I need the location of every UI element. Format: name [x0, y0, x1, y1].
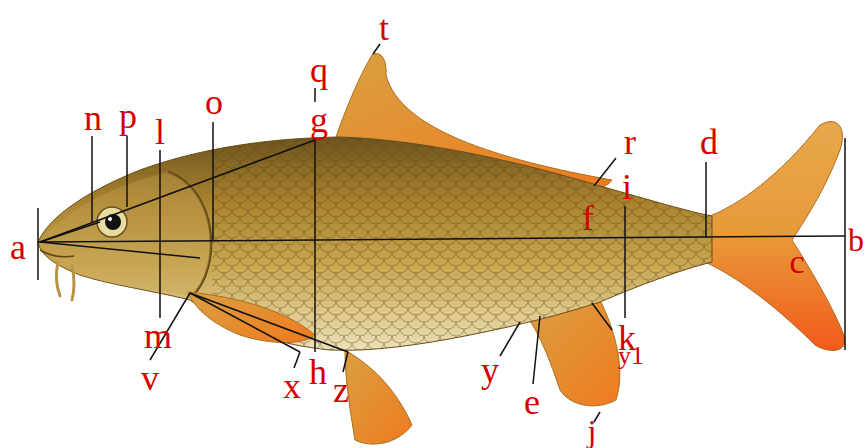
point-letter: l: [155, 114, 165, 150]
point-letter: z: [333, 372, 349, 408]
point-letter: n: [84, 100, 102, 136]
point-letter: i: [622, 169, 632, 205]
point-letter: f: [582, 200, 594, 236]
point-letter: e: [524, 384, 540, 420]
point-letter: b: [848, 224, 864, 256]
point-letter: d: [700, 124, 718, 160]
point-letter: h: [309, 354, 327, 390]
point-letter: c: [789, 245, 804, 279]
point-letter: t: [379, 10, 389, 46]
point-letter: o: [205, 84, 223, 120]
point-letter: g: [310, 102, 328, 138]
point-letter: p: [119, 98, 137, 134]
point-letter: x: [283, 368, 301, 404]
point-letter: j: [588, 415, 597, 447]
point-letter: y: [481, 352, 499, 388]
point-letter: q: [310, 52, 328, 88]
point-letter: y1: [618, 343, 644, 369]
point-letter: r: [624, 124, 636, 160]
point-letter: v: [141, 360, 159, 396]
point-letter: m: [144, 318, 172, 354]
point-letter: a: [10, 229, 26, 265]
